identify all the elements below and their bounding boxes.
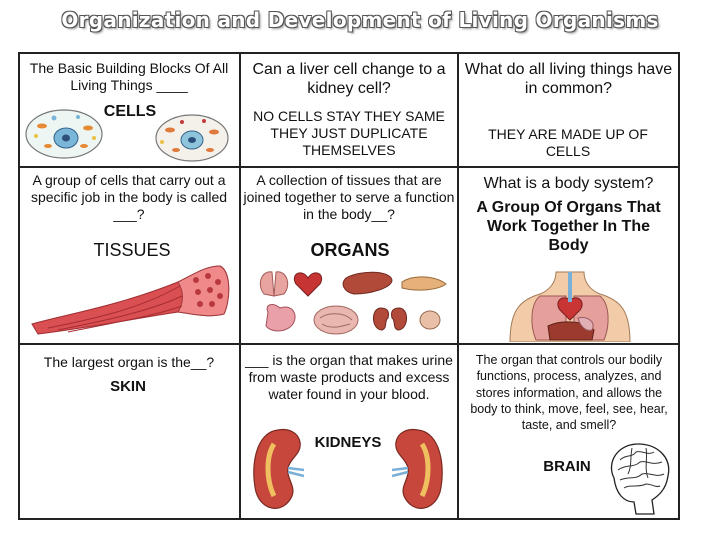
pancreas-icon [401, 276, 447, 291]
cell-r2c2-answer: ORGANS [310, 240, 390, 260]
page-title: Organization and Development of Living O… [61, 8, 659, 32]
cell-r2c3-answer: A Group Of Organs That Work Together In … [476, 199, 661, 255]
body-system-illustration [509, 271, 631, 342]
cell-illustration [25, 109, 229, 162]
cell-r3c3-question: The organ that controls our bodily funct… [470, 353, 668, 432]
heart-icon [294, 272, 322, 297]
cell-r1c2-answer: NO CELLS STAY THEY SAME THEY JUST DUPLIC… [253, 108, 445, 158]
organs-illustration [259, 271, 447, 335]
cell-r1c3-question: What do all living things have in common… [464, 61, 673, 98]
cell-r1c1-answer: CELLS [103, 103, 157, 120]
cell-r2c3-question: What is a body system? [483, 175, 654, 192]
kidney-pair-icon [373, 307, 407, 331]
bladder-icon [419, 310, 441, 330]
muscle-tissue-illustration [31, 265, 230, 335]
kidney-left-icon [253, 428, 305, 509]
kidney-right-icon [391, 428, 443, 509]
cell-r3c2-question: ___ is the organ that makes urine from w… [245, 352, 453, 402]
cell-r2c1-answer: TISSUES [93, 240, 171, 260]
table-border-top [18, 52, 680, 54]
animal-cell-right [155, 114, 229, 162]
cell-r3c1-question: The largest organ is the__? [43, 354, 215, 370]
row-divider-1 [18, 166, 680, 168]
intestine-icon [313, 305, 359, 335]
table-border-left [18, 52, 20, 520]
brain-illustration [610, 443, 670, 515]
cell-r2c2-question: A collection of tissues that are joined … [243, 172, 455, 222]
cell-r1c1-question: The Basic Building Blocks Of All Living … [29, 60, 229, 93]
stomach-icon [265, 304, 296, 332]
kidney-illustration [253, 428, 443, 509]
cell-r1c3-answer: THEY ARE MADE UP OF CELLS [488, 126, 648, 159]
row-divider-2 [18, 343, 680, 345]
cell-r1c2-question: Can a liver cell change to a kidney cell… [252, 61, 446, 98]
column-divider-1 [239, 52, 241, 520]
cell-r3c1-answer: SKIN [110, 378, 146, 395]
table-border-bottom [18, 518, 680, 520]
table-border-right [678, 52, 680, 520]
liver-icon [342, 271, 393, 295]
cell-r3c2-answer: KIDNEYS [314, 434, 382, 451]
column-divider-2 [457, 52, 459, 520]
animal-cell-left [25, 109, 103, 159]
cell-r2c1-question: A group of cells that carry out a specif… [30, 172, 228, 222]
cell-r3c3-answer: BRAIN [543, 458, 591, 475]
lungs-icon [259, 271, 289, 297]
